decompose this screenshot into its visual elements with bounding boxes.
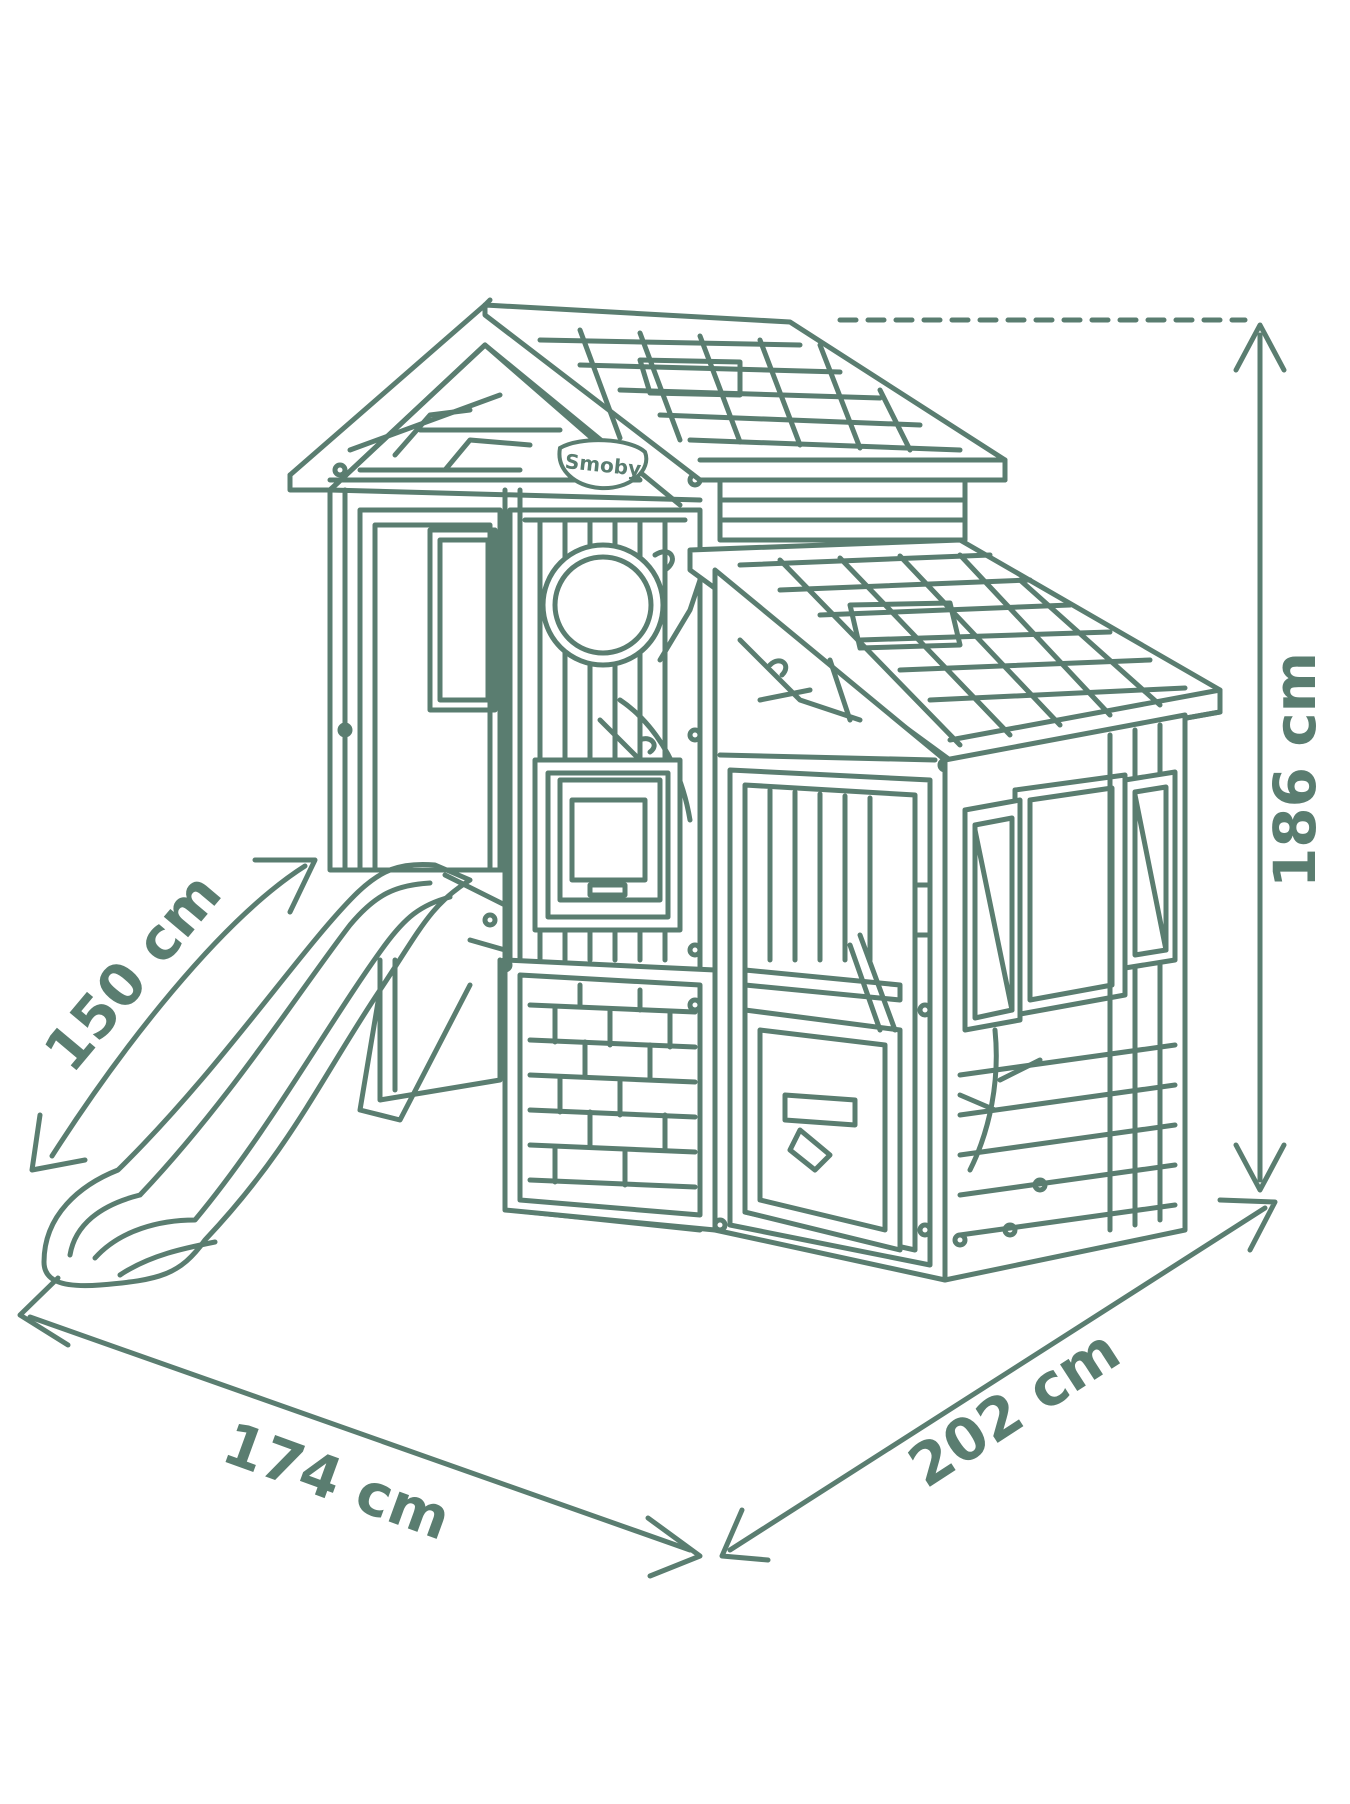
right-house-front: [712, 567, 953, 1283]
tower-front-wall: [497, 472, 718, 1233]
slide-length-label: 150 cm: [31, 860, 235, 1085]
left-tower: [287, 297, 703, 1103]
upper-roof: [482, 302, 1008, 543]
dimension-lines: [17, 317, 1287, 1579]
smoby-logo: Smoby: [557, 438, 649, 491]
width-label: 174 cm: [214, 1409, 459, 1554]
slide: [41, 861, 508, 1289]
lower-roof: [687, 537, 1223, 763]
height-label: 186 cm: [1261, 652, 1329, 888]
depth-label: 202 cm: [897, 1315, 1132, 1501]
right-side-wall: [942, 712, 1188, 1283]
